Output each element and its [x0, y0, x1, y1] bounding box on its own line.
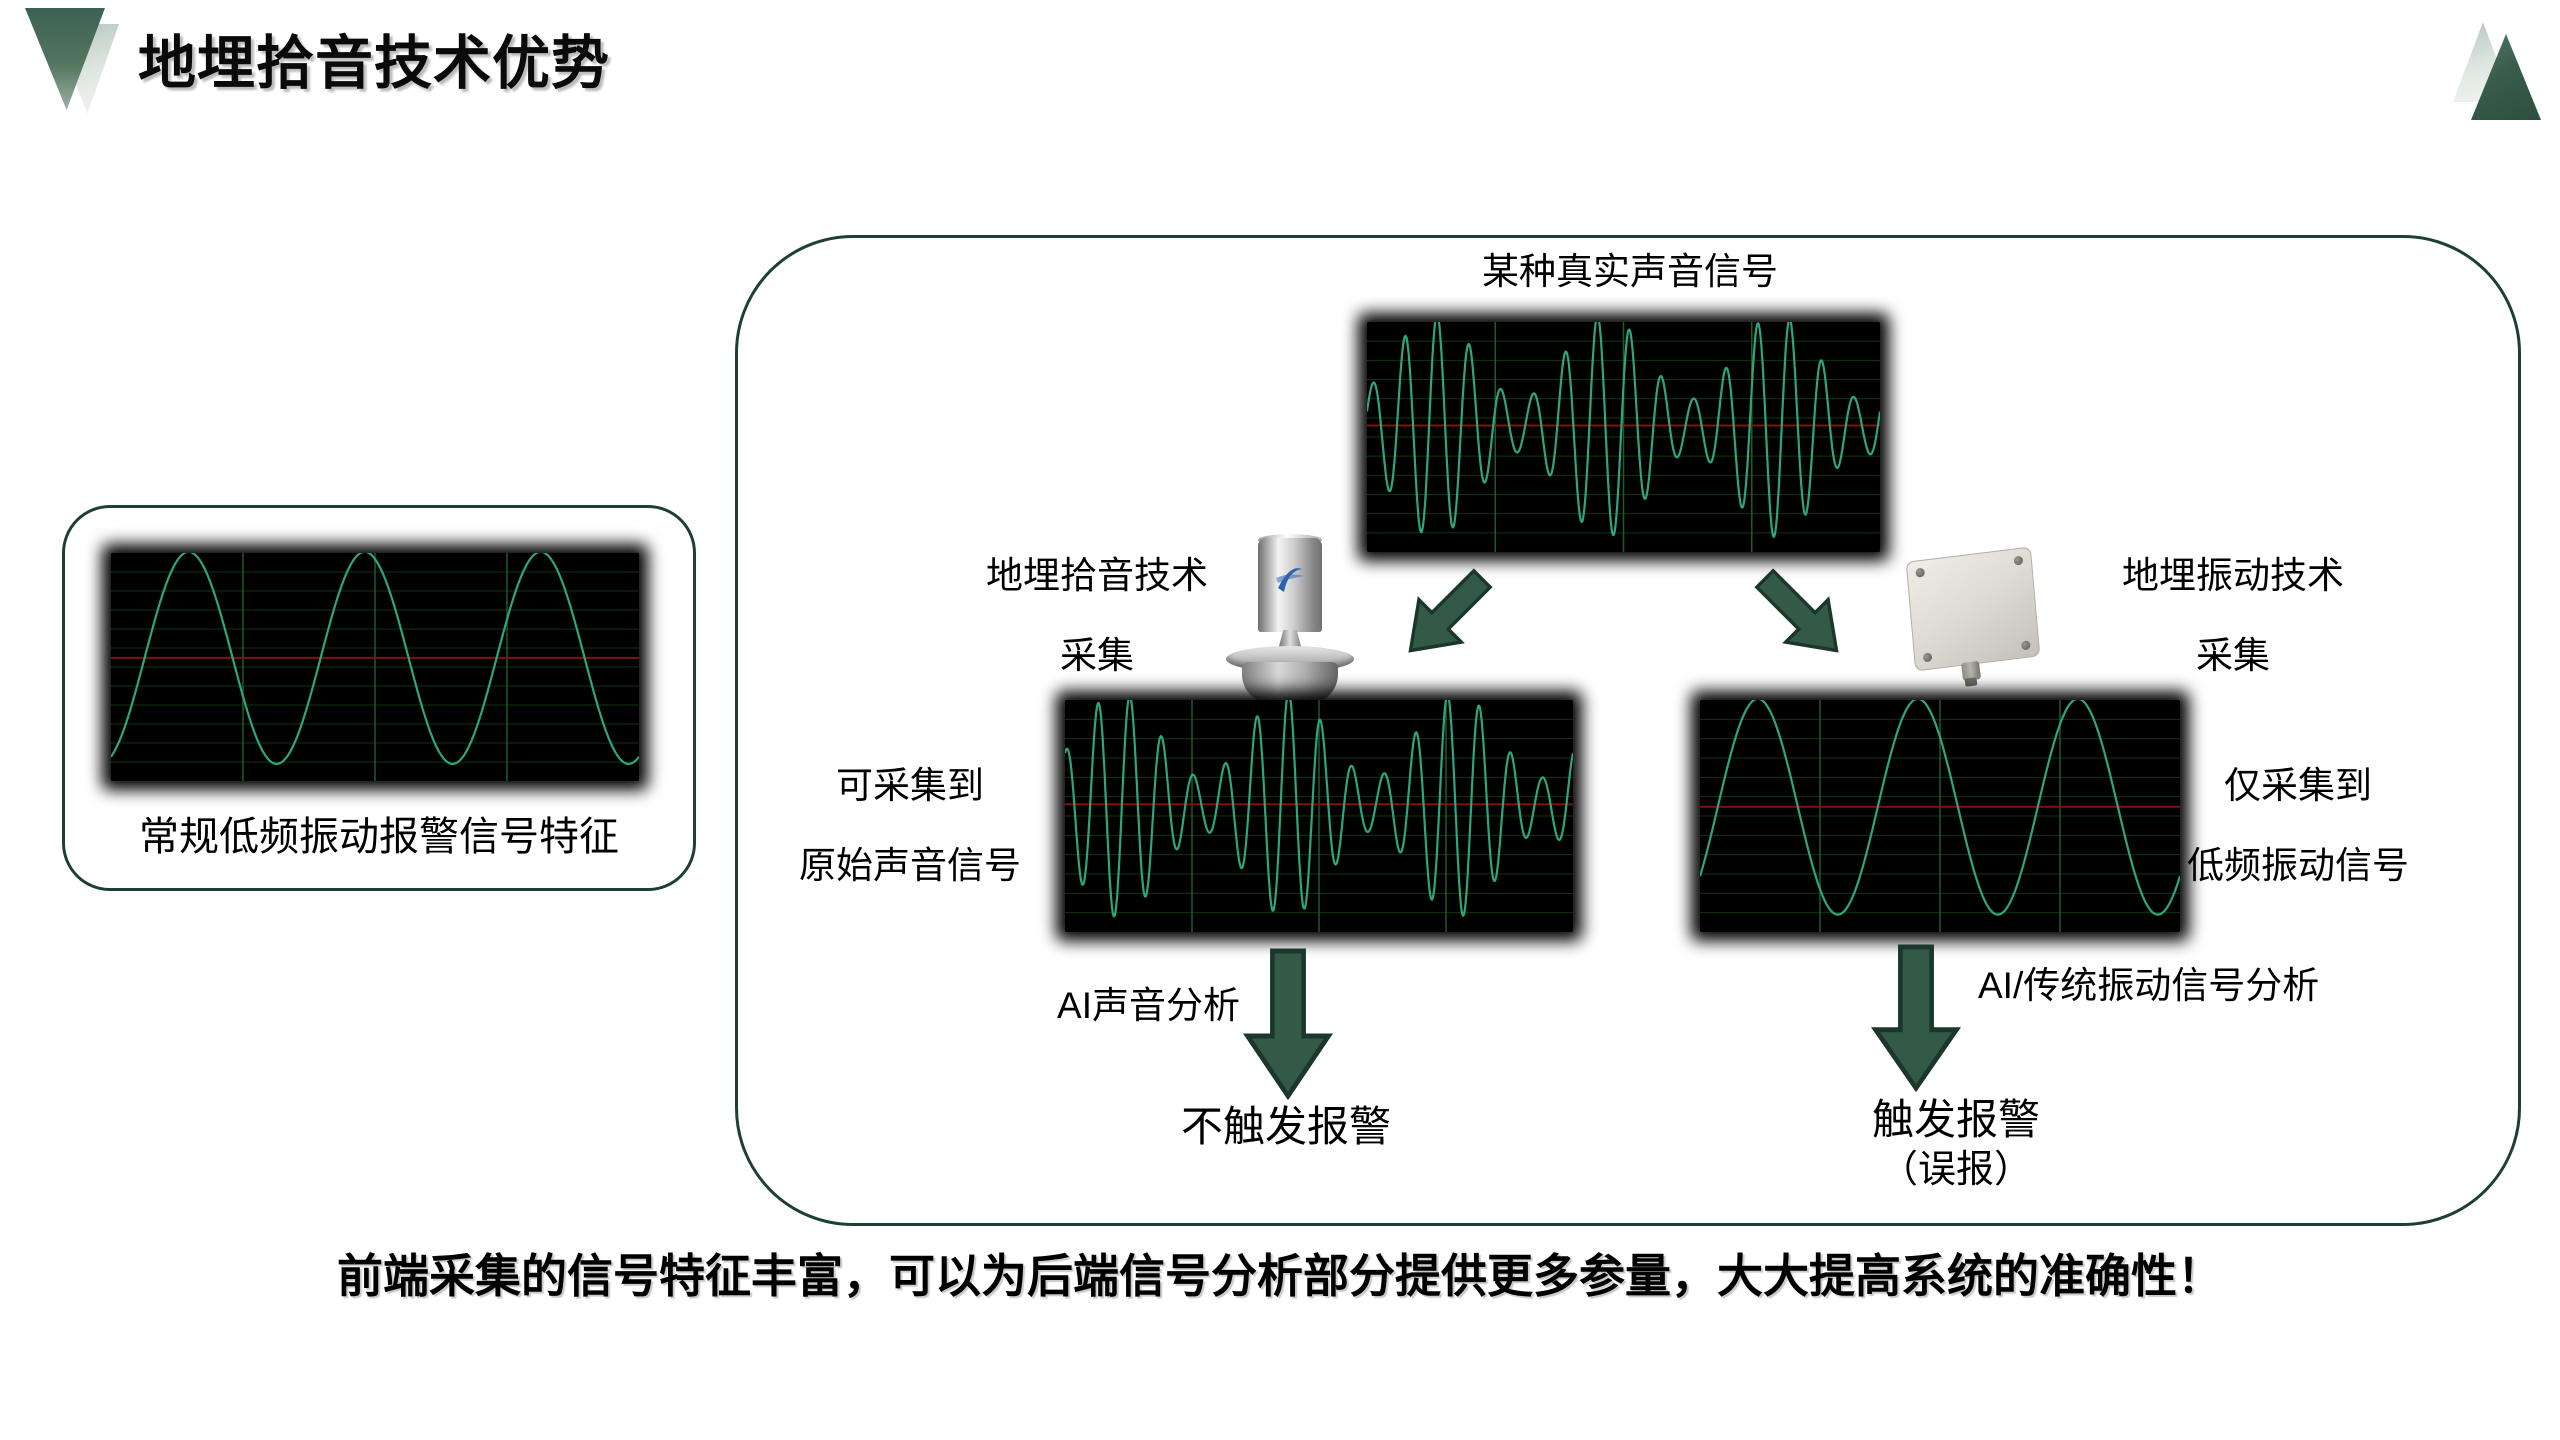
- source-waveform: [1367, 322, 1880, 552]
- source-signal-label: 某种真实声音信号: [1482, 251, 1778, 292]
- no-alarm-label: 不触发报警: [1180, 1103, 1391, 1150]
- pickup-tech-label: 地埋拾音技术 采集: [957, 552, 1237, 680]
- header-right-icon: [2447, 22, 2542, 122]
- alarm-line2: （误报）: [1879, 1149, 2032, 1191]
- ai-sound-analysis-label: AI声音分析: [1057, 985, 1240, 1026]
- pickup-waveform: [1065, 700, 1573, 932]
- alarm-line1: 触发报警: [1871, 1096, 2040, 1143]
- reference-waveform: [111, 553, 639, 781]
- vibration-tech-line2: 采集: [2196, 635, 2270, 676]
- vibration-result-line1: 仅采集到: [2224, 765, 2372, 806]
- down-arrow-icon: [1870, 944, 1962, 1092]
- pickup-result-line1: 可采集到: [836, 765, 984, 806]
- down-left-arrow-icon: [1357, 526, 1535, 704]
- vibration-waveform: [1700, 700, 2180, 932]
- pickup-tech-line2: 采集: [1060, 635, 1134, 676]
- reference-caption: 常规低频振动报警信号特征: [139, 815, 619, 859]
- sensor-base: [1242, 662, 1338, 704]
- pickup-sensor-image: [1226, 534, 1354, 704]
- down-arrow-icon: [1242, 948, 1334, 1100]
- sensor-body: [1258, 538, 1322, 632]
- page-title: 地埋拾音技术优势: [138, 31, 611, 96]
- alarm-label: 触发报警 （误报）: [1806, 1095, 2106, 1195]
- pickup-tech-line1: 地埋拾音技术: [986, 555, 1208, 596]
- vibration-tech-line1: 地埋振动技术: [2122, 555, 2344, 596]
- ai-vibration-analysis-label: AI/传统振动信号分析: [1978, 965, 2320, 1006]
- vibration-result-line2: 低频振动信号: [2187, 845, 2409, 886]
- vibration-result-label: 仅采集到 低频振动信号: [2153, 762, 2443, 890]
- pickup-result-label: 可采集到 原始声音信号: [775, 762, 1045, 890]
- sensor-box-face: [1905, 546, 2041, 672]
- sensor-connector-tip: [1964, 677, 1978, 687]
- vibration-tech-label: 地埋振动技术 采集: [2093, 552, 2373, 680]
- down-right-arrow-icon: [1712, 526, 1890, 704]
- summary-text: 前端采集的信号特征丰富，可以为后端信号分析部分提供更多参量，大大提高系统的准确性…: [337, 1250, 2223, 1302]
- sensor-neck: [1278, 630, 1302, 650]
- brand-logo-icon: [1276, 568, 1304, 592]
- header-left-icon: [25, 8, 125, 120]
- pickup-result-line2: 原始声音信号: [799, 845, 1021, 886]
- reference-signal-panel: 常规低频振动报警信号特征: [62, 505, 696, 891]
- vibration-sensor-image: [1896, 546, 2052, 690]
